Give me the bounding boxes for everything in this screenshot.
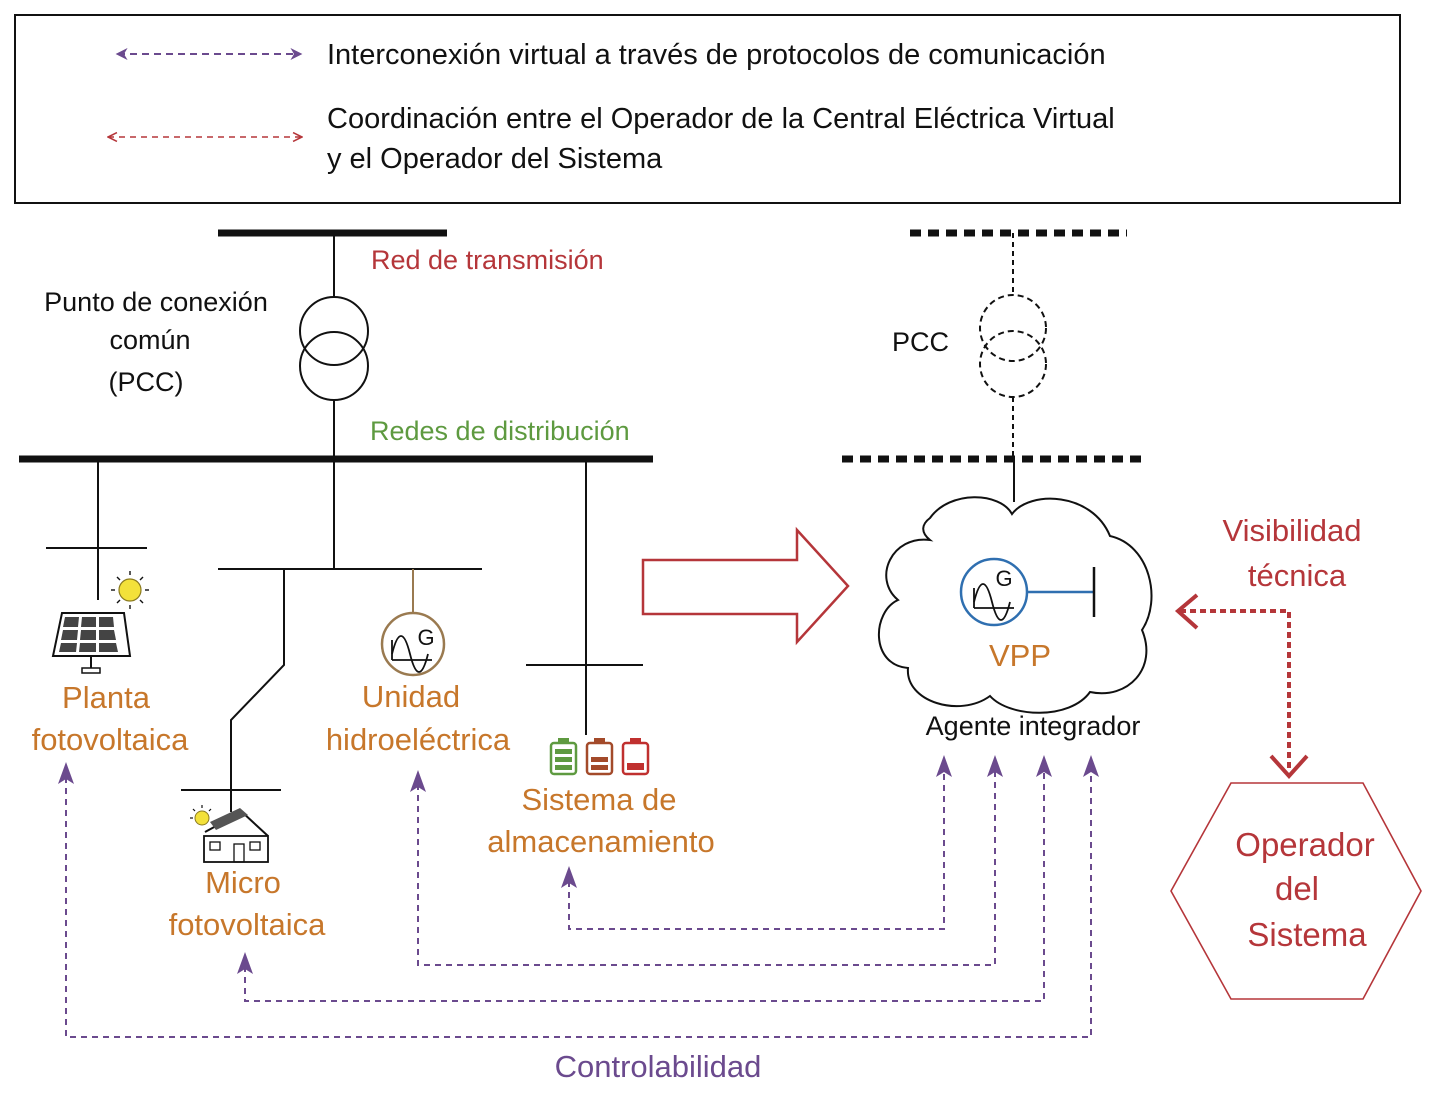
arrow-up-icon — [1083, 755, 1099, 777]
operator-label-line1: Operador — [1235, 826, 1374, 863]
legend-virtual-text: Interconexión virtual a través de protoc… — [327, 39, 1106, 71]
virtual-transformer-icon — [979, 294, 1047, 362]
transformation-arrow-icon — [641, 526, 850, 646]
solar-panel-icon — [51, 571, 149, 674]
controllability-arrowheads — [58, 755, 1099, 974]
hydro-label-line1: Unidad — [362, 679, 460, 714]
controllability-label: Controlabilidad — [555, 1049, 762, 1084]
vpp-generator-icon — [959, 557, 1029, 627]
controllability-links — [65, 758, 1092, 1038]
arrow-up-icon — [237, 952, 253, 974]
arrow-up-icon — [561, 866, 577, 888]
arrow-up-icon — [58, 762, 74, 784]
visibility-arrow — [1174, 593, 1309, 779]
arrow-up-icon — [936, 755, 952, 777]
visibility-label-line1: Visibilidad — [1222, 513, 1361, 548]
virtual-grid: PCC — [842, 229, 1148, 502]
micro-pv-label-line2: fotovoltaica — [169, 907, 327, 942]
vpp-generator-symbol: G — [995, 566, 1012, 591]
battery-medium-icon — [585, 738, 614, 776]
sun-icon — [194, 810, 210, 826]
link-micro-pv — [244, 758, 1045, 1002]
distribution-label: Redes de distribución — [370, 416, 630, 446]
storage-label-line1: Sistema de — [521, 782, 676, 817]
virtual-pcc-label: PCC — [892, 327, 949, 357]
system-operator-hexagon — [1170, 782, 1422, 1000]
legend: Interconexión virtual a través de protoc… — [14, 14, 1401, 204]
transformer-icon — [299, 296, 369, 366]
hydro-label-line2: hidroeléctrica — [326, 722, 511, 757]
physical-grid: Red de transmisión Punto de conexión com… — [19, 229, 653, 812]
arrow-up-icon — [410, 770, 426, 792]
storage-label-line2: almacenamiento — [487, 824, 714, 859]
battery-full-icon — [549, 738, 578, 776]
battery-low-icon — [621, 738, 650, 776]
pv-plant-label-line2: fotovoltaica — [32, 722, 190, 757]
legend-coordination-text-line2: y el Operador del Sistema — [327, 143, 663, 175]
link-pv-plant — [65, 758, 1092, 1038]
link-hydro — [417, 758, 996, 966]
pv-plant-label-line1: Planta — [62, 680, 151, 715]
battery-icons — [549, 738, 650, 776]
agent-integrator-label: Agente integrador — [926, 711, 1141, 741]
sun-icon — [111, 571, 149, 609]
pcc-label-line1: Punto de conexión — [44, 287, 268, 317]
operator-label-line3: Sistema — [1247, 916, 1367, 953]
arrow-left-icon — [1174, 593, 1199, 630]
operator-label-line2: del — [1275, 870, 1319, 907]
hydro-generator-icon: G — [380, 611, 446, 677]
transmission-label: Red de transmisión — [371, 245, 604, 275]
pcc-label-line2: común — [109, 325, 190, 355]
solar-house-icon — [190, 805, 269, 863]
arrow-up-icon — [1036, 755, 1052, 777]
arrow-up-icon — [987, 755, 1003, 777]
link-storage — [568, 758, 945, 930]
legend-coordination-text-line1: Coordinación entre el Operador de la Cen… — [327, 103, 1115, 135]
hydro-generator-symbol: G — [417, 625, 434, 650]
visibility-label-line2: técnica — [1248, 558, 1347, 593]
vpp-cloud: G VPP — [877, 496, 1153, 714]
vpp-label: VPP — [989, 638, 1051, 673]
pcc-label-line3: (PCC) — [109, 367, 184, 397]
arrow-down-icon — [1269, 754, 1309, 779]
micro-pv-label-line1: Micro — [205, 865, 281, 900]
legend-box — [14, 14, 1401, 204]
